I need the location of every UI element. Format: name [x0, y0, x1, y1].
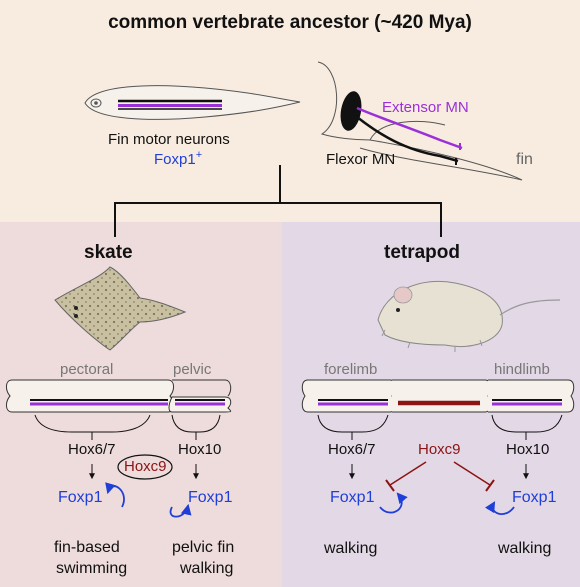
- skate-outcome-right-line2: walking: [180, 560, 234, 577]
- skate-outcome-left-line1: fin-based: [54, 539, 120, 556]
- fin-label: fin: [516, 151, 533, 168]
- pectoral-label: pectoral: [60, 361, 114, 378]
- skate-foxp1-left: Foxp1: [58, 489, 103, 506]
- tetrapod-hox67-label: Hox6/7: [328, 441, 376, 458]
- skate-spinal-cord: [6, 379, 232, 518]
- hindlimb-label: hindlimb: [494, 361, 550, 378]
- skate-heading: skate: [84, 242, 133, 263]
- skate-illustration: [54, 266, 187, 351]
- tetrapod-outcome-left: walking: [324, 540, 378, 557]
- skate-hox10-label: Hox10: [178, 441, 222, 458]
- figure-title: common vertebrate ancestor (~420 Mya): [108, 12, 472, 33]
- skate-outcome-right-line1: pelvic fin: [172, 539, 235, 556]
- tetrapod-foxp1-right: Foxp1: [512, 489, 557, 506]
- skate-hox67-label: Hox6/7: [68, 441, 116, 458]
- fin-motor-neurons-label: Fin motor neurons: [108, 131, 230, 148]
- tetrapod-outcome-right: walking: [498, 540, 552, 557]
- pelvic-label: pelvic: [173, 361, 212, 378]
- foxp1-text: Foxp1: [154, 151, 196, 168]
- skate-hoxc9-label: Hoxc9: [124, 458, 167, 475]
- ancestor-fish-illustration: [84, 85, 301, 120]
- tetrapod-heading: tetrapod: [384, 242, 460, 263]
- forelimb-label: forelimb: [324, 361, 378, 378]
- skate-outcome-left-line2: swimming: [56, 560, 128, 577]
- skate-foxp1-right: Foxp1: [188, 489, 233, 506]
- phylogeny-tree: [114, 165, 442, 237]
- fin-neuron-illustration: [317, 61, 523, 181]
- plus-sup: +: [195, 149, 203, 161]
- tetrapod-foxp1-left: Foxp1: [330, 489, 375, 506]
- flexor-mn-label: Flexor MN: [326, 151, 396, 168]
- extensor-mn-label: Extensor MN: [382, 99, 469, 116]
- tetrapod-spinal-cord: [301, 379, 575, 515]
- tetrapod-hox10-label: Hox10: [506, 441, 550, 458]
- foxp1-plus-label: Foxp1+: [154, 149, 203, 168]
- mouse-illustration: [377, 280, 561, 352]
- tetrapod-hoxc9-label: Hoxc9: [418, 441, 461, 458]
